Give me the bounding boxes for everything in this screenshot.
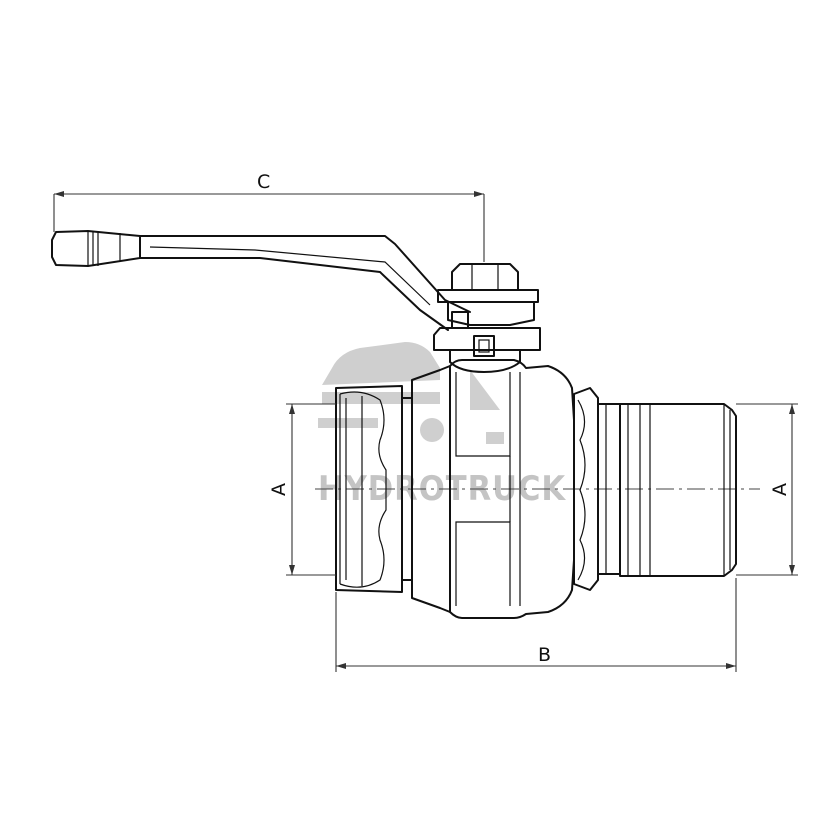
dimension-c-label: C — [257, 171, 270, 193]
left-female-end — [335, 365, 451, 613]
dimension-a-right: A — [736, 403, 798, 576]
dimension-a-left-label: A — [268, 483, 290, 496]
dimension-c: C — [53, 171, 485, 262]
right-male-end — [619, 403, 737, 577]
body-nut — [573, 387, 621, 591]
stem-nut — [433, 263, 541, 373]
dimension-b: B — [335, 578, 737, 672]
dimension-b-label: B — [538, 644, 551, 666]
dimension-a-left: A — [268, 403, 336, 576]
dimension-a-right-label: A — [769, 483, 791, 496]
truck-icon — [318, 342, 504, 444]
lever-handle — [51, 230, 471, 331]
